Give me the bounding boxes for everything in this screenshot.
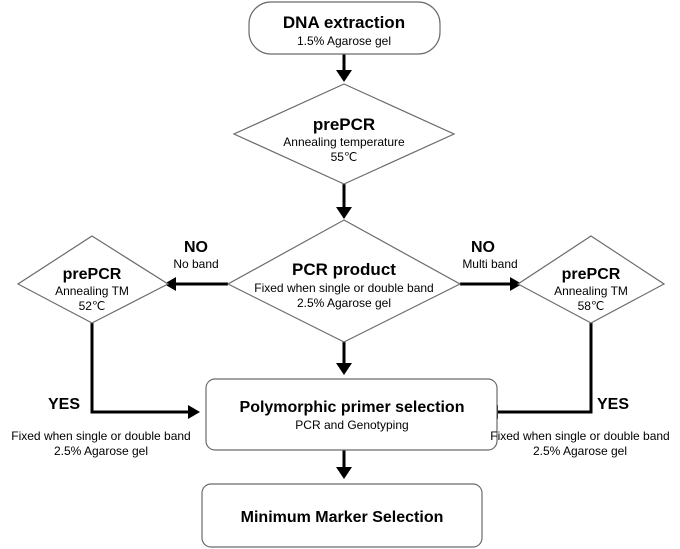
prepcr-top-title: prePCR <box>313 115 375 134</box>
arrowhead-down-2 <box>336 207 352 219</box>
connector-left-to-polymorphic <box>90 323 188 414</box>
arrowhead-left-1 <box>164 277 176 291</box>
prepcr-right-line2: 58℃ <box>578 299 605 313</box>
pcr-product-line1: Fixed when single or double band <box>254 281 433 295</box>
pcr-product-node: PCR product Fixed when single or double … <box>226 219 462 343</box>
right-yes-note1: Fixed when single or double band <box>490 429 669 443</box>
minimum-marker-node: Minimum Marker Selection <box>201 483 483 548</box>
prepcr-top-node: prePCR Annealing temperature 55℃ <box>232 83 456 185</box>
prepcr-left-line1: Annealing TM <box>55 284 129 298</box>
left-no-label: NO <box>184 239 208 256</box>
arrowheads <box>164 70 522 479</box>
dna-extraction-node: DNA extraction 1.5% Agarose gel <box>248 1 441 55</box>
pcr-product-title: PCR product <box>292 260 396 279</box>
left-yes-label: YES <box>48 396 80 413</box>
left-yes-note2: 2.5% Agarose gel <box>54 444 148 458</box>
prepcr-top-line2: 55℃ <box>331 150 358 164</box>
arrowhead-right-2 <box>188 405 200 419</box>
left-yes-note1: Fixed when single or double band <box>11 429 190 443</box>
prepcr-right-line1: Annealing TM <box>554 284 628 298</box>
dna-extraction-subtitle: 1.5% Agarose gel <box>297 34 391 48</box>
polymorphic-selection-subtitle: PCR and Genotyping <box>295 418 408 432</box>
dna-extraction-title: DNA extraction <box>283 13 405 32</box>
prepcr-right-shape <box>516 235 666 324</box>
left-no-sublabel: No band <box>173 257 218 271</box>
pcr-product-shape <box>226 219 462 343</box>
prepcr-left-title: prePCR <box>63 266 122 283</box>
dna-extraction-shape <box>248 1 441 55</box>
connector-right-to-polymorphic <box>498 323 593 414</box>
prepcr-right-title: prePCR <box>562 266 621 283</box>
right-yes-note2: 2.5% Agarose gel <box>533 444 627 458</box>
polymorphic-selection-shape <box>205 378 498 451</box>
arrowhead-down-1 <box>336 70 352 82</box>
right-no-label: NO <box>471 239 495 256</box>
polymorphic-selection-title: Polymorphic primer selection <box>240 399 465 416</box>
prepcr-left-node: prePCR Annealing TM 52℃ <box>16 235 170 324</box>
prepcr-left-shape <box>16 235 170 324</box>
arrowhead-down-3 <box>336 363 352 375</box>
prepcr-top-line1: Annealing temperature <box>283 135 405 149</box>
right-no-sublabel: Multi band <box>462 257 517 271</box>
polymorphic-selection-node: Polymorphic primer selection PCR and Gen… <box>205 378 498 451</box>
right-yes-label: YES <box>597 396 629 413</box>
arrowhead-right-1 <box>510 277 522 291</box>
prepcr-top-shape <box>232 83 456 185</box>
pcr-product-line2: 2.5% Agarose gel <box>297 296 391 310</box>
arrowhead-down-4 <box>336 467 352 479</box>
prepcr-right-node: prePCR Annealing TM 58℃ <box>516 235 666 324</box>
prepcr-left-line2: 52℃ <box>79 299 106 313</box>
minimum-marker-title: Minimum Marker Selection <box>241 509 444 526</box>
edge-labels: NO No band NO Multi band YES Fixed when … <box>11 239 669 458</box>
connectors <box>90 54 593 468</box>
minimum-marker-shape <box>201 483 483 548</box>
